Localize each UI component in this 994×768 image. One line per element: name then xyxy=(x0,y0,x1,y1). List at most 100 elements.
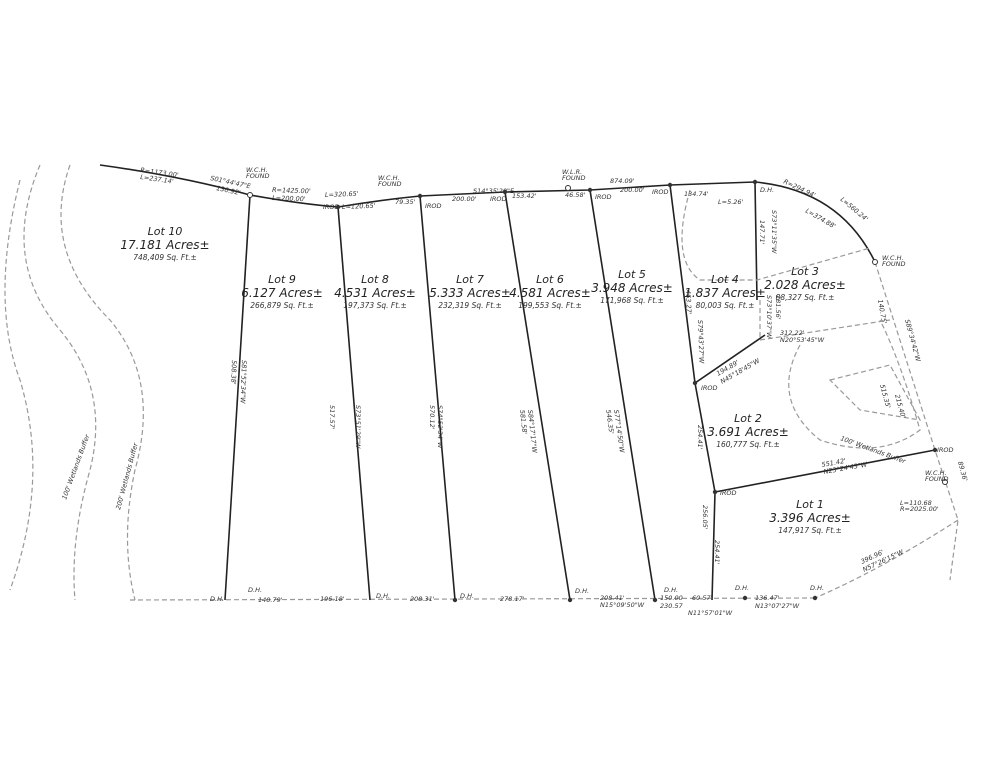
dimension-label: 196.18' xyxy=(320,595,345,603)
lot-label: Lot 13.396 Acres±147,917 Sq. Ft.± xyxy=(769,498,851,535)
lot-line-9-8 xyxy=(337,206,371,601)
dimension-label: S73°51'29"W xyxy=(354,405,362,449)
lot-name: Lot 8 xyxy=(361,273,389,286)
dimension-label: 200' Wetlands Buffer xyxy=(114,441,140,511)
dimension-label: IROD xyxy=(323,203,340,211)
dimension-label: 230.57 xyxy=(660,602,684,610)
dimension-label: FOUND xyxy=(562,174,585,182)
dimension-label: 140.79' xyxy=(258,596,283,604)
dimension-label: 874.09' xyxy=(610,177,635,185)
dimension-label: W.C.H. xyxy=(246,166,268,174)
found-monument-marker xyxy=(942,479,948,485)
dimension-label: S73°11'35"W xyxy=(770,210,778,254)
lot-name: Lot 4 xyxy=(711,273,739,286)
survey-markers xyxy=(247,179,948,603)
dimension-label: IROD xyxy=(425,202,442,210)
iron-rod-marker xyxy=(752,179,758,185)
dimension-label: D.H. xyxy=(664,586,678,594)
lot-sqft: 88,327 Sq. Ft.± xyxy=(776,293,835,302)
dimension-labels: R=1173.00'L=237.14'S01°44'47"E130.92'W.C… xyxy=(60,166,969,617)
lot-sqft: 232,319 Sq. Ft.± xyxy=(438,301,502,310)
dimension-label: IROD xyxy=(652,188,669,196)
dimension-label: 79.35' xyxy=(395,198,416,206)
dimension-label: L=320.65' xyxy=(325,190,359,199)
iron-rod-marker xyxy=(692,380,698,386)
iron-rod-marker xyxy=(417,193,423,199)
lot-label: Lot 32.028 Acres±88,327 Sq. Ft.± xyxy=(764,265,846,302)
lot-line-5-east xyxy=(669,184,716,601)
dimension-label: W.C.H. xyxy=(882,254,904,262)
lot-sqft: 147,917 Sq. Ft.± xyxy=(778,526,842,535)
dimension-label: 256.05' xyxy=(701,505,709,530)
dimension-label: L=5.26' xyxy=(718,198,744,206)
dimension-label: 181.56' xyxy=(774,295,782,320)
dimension-label: 147.71' xyxy=(758,220,766,245)
dimension-label: N20°53'45"W xyxy=(780,336,825,344)
dimension-label: 200.00' xyxy=(452,195,477,203)
dimension-label: S73°10'37"W xyxy=(765,295,773,339)
dimension-label: 60.57' xyxy=(692,594,713,602)
dimension-label: 254.41' xyxy=(696,425,704,450)
lot-name: Lot 6 xyxy=(536,273,564,286)
dimension-label: FOUND xyxy=(378,180,401,188)
lot-line-4-2 xyxy=(694,334,766,384)
lot-name: Lot 7 xyxy=(456,273,484,286)
lot-name: Lot 10 xyxy=(148,225,183,238)
dimension-label: S81°52'34"W xyxy=(238,360,248,404)
dimension-label: D.H. xyxy=(248,586,262,594)
dimension-label: 254.41' xyxy=(713,540,721,565)
dimension-label: 140.75' xyxy=(876,299,888,325)
right-boundary xyxy=(874,261,959,581)
dimension-label: 215.40' xyxy=(893,393,907,419)
lot-line-10-9 xyxy=(224,194,251,601)
dimension-label: W.C.H. xyxy=(925,469,947,477)
iron-rod-marker xyxy=(812,595,818,601)
lot-name: Lot 2 xyxy=(734,412,762,425)
lot-sqft: 160,777 Sq. Ft.± xyxy=(716,440,780,449)
dimension-label: FOUND xyxy=(882,260,905,268)
dimension-label: 153.42' xyxy=(512,192,537,200)
iron-rod-marker xyxy=(742,595,748,601)
dimension-label: IROD xyxy=(720,489,737,497)
dimension-label: S14°35'20"E xyxy=(473,187,515,195)
lot-name: Lot 1 xyxy=(796,498,824,511)
found-monument-marker xyxy=(247,192,253,198)
iron-rod-marker xyxy=(932,447,938,453)
iron-rod-marker xyxy=(652,597,658,603)
dimension-label: 508.38' xyxy=(229,360,238,385)
dimension-label: R=1425.00' xyxy=(272,186,311,195)
iron-rod-marker xyxy=(712,489,718,495)
dimension-label: 150.00 xyxy=(660,594,683,602)
found-monument-marker xyxy=(872,259,878,265)
lot-label: Lot 41.837 Acres±80,003 Sq. Ft.± xyxy=(684,273,766,310)
lot-acres: 4.581 Acres± xyxy=(509,286,591,300)
lot-acres: 1.837 Acres± xyxy=(684,286,766,300)
dimension-label: FOUND xyxy=(246,172,269,180)
dimension-label: 581.58' xyxy=(518,409,529,434)
boundary-lines xyxy=(4,164,959,601)
dimension-label: S74°52'34"W xyxy=(436,405,444,449)
lot-label: Lot 75.333 Acres±232,319 Sq. Ft.± xyxy=(429,273,511,310)
dimension-label: 208.31' xyxy=(410,595,435,603)
lot-acres: 17.181 Acres± xyxy=(120,238,209,252)
lot-acres: 3.691 Acres± xyxy=(707,425,789,439)
lot-acres: 2.028 Acres± xyxy=(764,278,846,292)
iron-rod-marker xyxy=(587,187,593,193)
lot-sqft: 80,003 Sq. Ft.± xyxy=(696,301,755,310)
dimension-label: 517.57' xyxy=(328,405,336,430)
dimension-label: 136.47' xyxy=(755,594,780,602)
iron-rod-marker xyxy=(502,189,508,195)
wetlands-buffer-east xyxy=(788,319,921,449)
dimension-label: 312.22' xyxy=(780,329,805,337)
lot-label: Lot 53.948 Acres±171,968 Sq. Ft.± xyxy=(591,268,673,305)
wetlands-buffer-100-west xyxy=(23,164,97,601)
iron-rod-marker xyxy=(452,597,458,603)
dimension-label: IROD xyxy=(490,195,507,203)
dimension-label: N13°07'27"W xyxy=(755,602,800,610)
lot-acres: 3.948 Acres± xyxy=(591,281,673,295)
dimension-label: L=120.65' xyxy=(342,202,376,211)
lot-label: Lot 96.127 Acres±266,879 Sq. Ft.± xyxy=(241,273,323,310)
found-monument-marker xyxy=(565,185,571,191)
